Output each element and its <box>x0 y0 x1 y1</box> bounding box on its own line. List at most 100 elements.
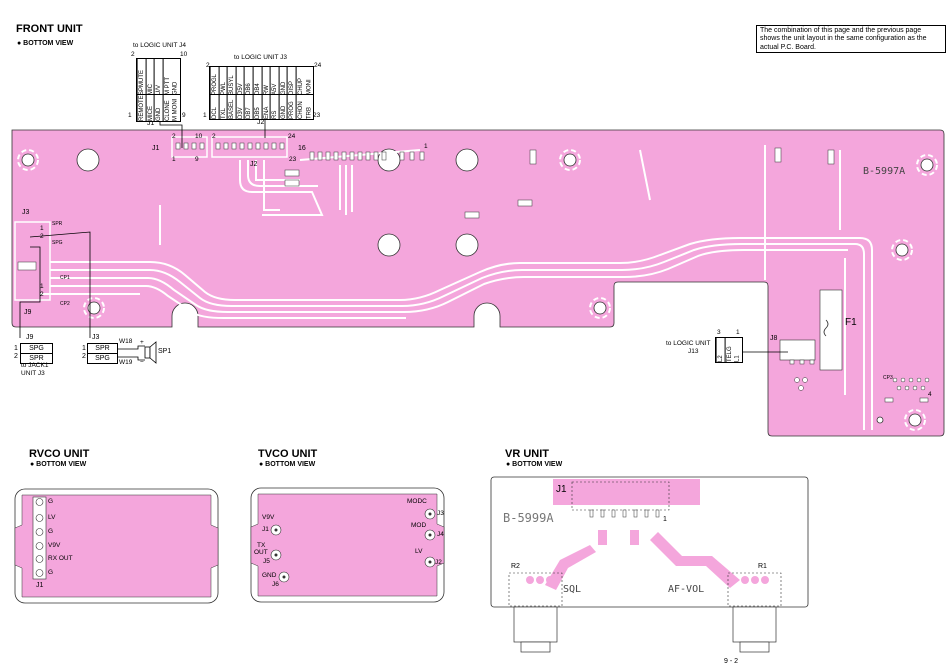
j3-pin: DISP <box>287 67 296 95</box>
j3-top-row: PROGL PWL BUSYL D5V DB6 DB4 RW A5V GND D… <box>209 66 315 96</box>
sp1-label: SP1 <box>158 348 172 355</box>
j3-pin: PROGL <box>210 67 219 95</box>
vr-title: VR UNIT <box>505 448 549 460</box>
vr-j1-label: J1 <box>556 484 567 495</box>
tvco-label: LV <box>415 548 423 555</box>
sp-num: 1 <box>82 345 86 352</box>
board-cp1-label: CP1 <box>60 275 70 281</box>
tvco-title: TVCO UNIT <box>258 448 318 460</box>
j3-destination: to LOGIC UNIT J3 <box>234 54 287 61</box>
board-spg-label: SPG <box>52 240 63 246</box>
j4-pin: MIC <box>145 59 155 95</box>
sp-connector: SPR SPG <box>87 343 118 364</box>
j9-pin: SPG <box>21 344 52 354</box>
page-number: 9 - 2 <box>724 658 739 665</box>
board-pin-label: 2 <box>172 133 176 140</box>
board-pin-label: 4 <box>928 391 932 398</box>
j4-pin: GND <box>172 81 179 95</box>
j3-pin: DB6 <box>244 67 253 95</box>
j4-top-row: SPMUTE MIC U/V M PTT GND <box>136 58 181 96</box>
vr-board-id: B-5999A <box>503 511 554 525</box>
j3-label: J2 <box>257 119 265 126</box>
layout-note: The combination of this page and the pre… <box>756 25 946 53</box>
j9-connector: SPG SPR <box>20 343 53 364</box>
tvco-label: MOD <box>411 522 427 529</box>
sp-pin: SPR <box>88 344 117 354</box>
j4-pin: M MONI <box>172 98 179 121</box>
vr-view: ● BOTTOM VIEW <box>506 461 563 468</box>
j13-pin: L2 <box>716 338 725 362</box>
board-pin-label: 9 <box>195 156 199 163</box>
j3-pin: RW <box>261 67 271 95</box>
board-j2-label: J2 <box>250 161 258 168</box>
sp-num: 2 <box>82 353 86 360</box>
vr-afvol-label: AF-VOL <box>668 584 705 595</box>
w18-label: W18 <box>119 338 133 345</box>
j4-pin: SPMUTE <box>137 59 146 95</box>
j4-pin-tl: 2 <box>131 51 135 58</box>
j3-pin: DB7 <box>244 95 253 119</box>
j4-pin-bl: 1 <box>128 112 132 119</box>
j3-pin: MONI <box>305 79 312 95</box>
vr-pin-one: 1 <box>663 516 667 523</box>
j13-connector: L2 TELG L1 <box>715 337 743 363</box>
rvco-pin-label: V9V <box>48 542 61 549</box>
board-pin-label: 2 <box>212 133 216 140</box>
j4-pin-br: 9 <box>182 112 186 119</box>
board-pin-label: 23 <box>289 156 297 163</box>
board-pin-label: 2 <box>40 291 44 298</box>
j3-pin: TXL <box>218 95 228 119</box>
rvco-pin-label: G <box>48 569 54 576</box>
plus-sign: + <box>140 339 144 346</box>
vr-r2-label: R2 <box>511 563 520 570</box>
j3-pin: DB4 <box>252 67 262 95</box>
board-cp3-label: CP3 <box>883 375 893 381</box>
j3-pin: TRB <box>305 107 312 119</box>
sp-pin: SPG <box>95 355 110 362</box>
j4-pin: REMOTE <box>137 95 146 121</box>
rvco-pin-label: G <box>48 498 54 505</box>
board-pin-label: 10 <box>195 133 203 140</box>
j4-pin-tr: 10 <box>180 51 188 58</box>
board-j8-label: J8 <box>770 335 778 342</box>
j3-pin-tr: 24 <box>314 62 322 69</box>
tvco-label: GND <box>262 572 277 579</box>
rvco-pin-label: LV <box>48 514 56 521</box>
tvco-label: TX <box>257 542 266 549</box>
j3-pin: PROG <box>287 95 296 119</box>
tvco-label: J4 <box>437 531 444 538</box>
sp-j3-label: J3 <box>92 334 100 341</box>
j3-pin: A5V <box>270 67 279 95</box>
j4-label: J1 <box>147 120 155 127</box>
j3-pin: BASEL <box>227 95 236 119</box>
tvco-label: OUT <box>254 549 268 556</box>
j9-label: J9 <box>26 334 34 341</box>
tvco-label: J5 <box>263 558 270 565</box>
board-spr-label: SPR <box>52 221 63 227</box>
j4-bottom-row: REMOTE MICE GND CLONE M MONI <box>136 94 181 122</box>
j13-destination: J13 <box>688 348 699 355</box>
vr-r1-label: R1 <box>758 563 767 570</box>
board-pin-label: 24 <box>288 133 296 140</box>
rvco-view: ● BOTTOM VIEW <box>30 461 87 468</box>
j3-pin: CHUP <box>295 67 305 95</box>
j3-pin-tl: 2 <box>206 62 210 69</box>
rvco-title: RVCO UNIT <box>29 448 90 460</box>
tvco-label: J3 <box>437 510 444 517</box>
board-pin-label: 16 <box>298 145 306 152</box>
minus-sign: − <box>140 359 144 366</box>
j3-pin-br: 23 <box>313 112 321 119</box>
j13-num: 3 <box>717 329 721 336</box>
rvco-pin-label: G <box>48 528 54 535</box>
vr-sql-label: SQL <box>563 584 582 595</box>
board-f1-label: F1 <box>845 317 857 328</box>
w19-label: W19 <box>119 359 133 366</box>
j13-pin: TELG <box>724 338 734 362</box>
board-j1-label: J1 <box>152 145 160 152</box>
tvco-view: ● BOTTOM VIEW <box>259 461 316 468</box>
front-unit-view: ● BOTTOM VIEW <box>17 40 74 47</box>
front-board <box>11 129 945 437</box>
board-j9-label: J9 <box>24 309 32 316</box>
front-unit-title: FRONT UNIT <box>16 23 83 35</box>
